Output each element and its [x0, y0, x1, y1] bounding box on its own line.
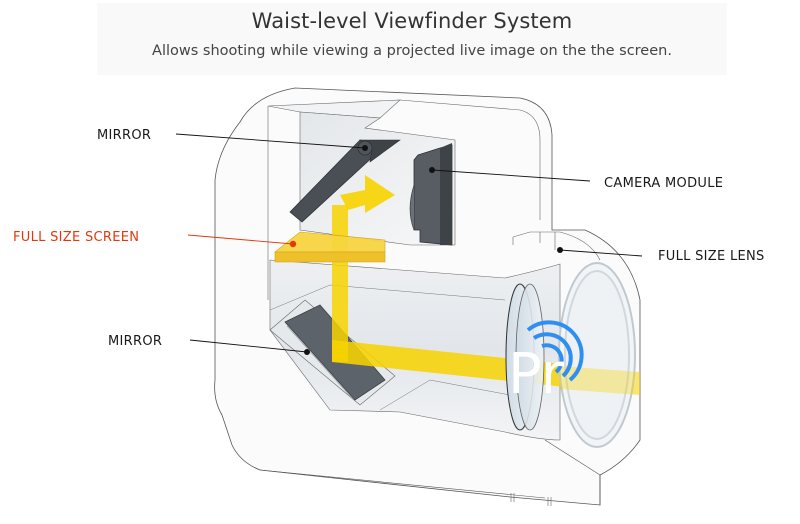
callout-label-mirror-bottom: MIRROR	[108, 334, 162, 349]
light-path-exit	[560, 366, 640, 395]
callout-label-mirror-top: MIRROR	[97, 128, 151, 143]
full-size-screen	[274, 231, 386, 263]
callout-lines	[175, 133, 643, 355]
front-lens-element	[505, 283, 545, 431]
callout-label-camera-module: CAMERA MODULE	[604, 176, 723, 191]
diagram-subtitle: Allows shooting while viewing a projecte…	[152, 43, 672, 59]
outer-lens-ring	[558, 262, 636, 448]
diagram-title: Waist-level Viewfinder System	[251, 9, 573, 33]
pr-broadcast-logo-icon: Pr	[508, 320, 584, 407]
callout-label-full-size-screen: FULL SIZE SCREEN	[13, 230, 139, 245]
camera-module	[409, 143, 453, 246]
callout-label-full-size-lens: FULL SIZE LENS	[658, 249, 765, 264]
top-mirror	[289, 139, 401, 223]
watermark-text: Pr	[508, 342, 565, 407]
light-arrow-icon	[340, 175, 395, 213]
header-band: Waist-level Viewfinder System Allows sho…	[97, 3, 727, 75]
